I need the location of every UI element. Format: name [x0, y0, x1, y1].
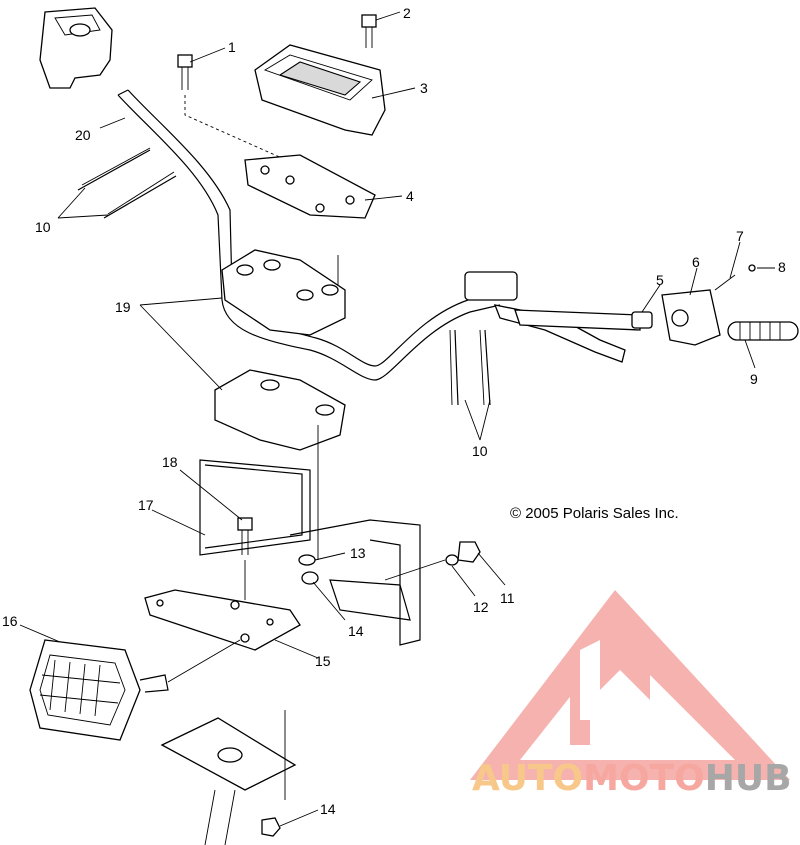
- callout-17: 17: [138, 497, 154, 513]
- washer-12: [384, 554, 459, 581]
- rods-10-left: [77, 147, 177, 219]
- leader-lines: [19, 11, 775, 827]
- callout-11: 11: [500, 590, 515, 606]
- callout-20: 20: [75, 127, 91, 143]
- callout-19: 19: [115, 299, 131, 315]
- washer-13: [298, 554, 316, 566]
- brake-lever: [464, 271, 641, 363]
- nut-14-lower: [261, 817, 281, 837]
- nut-11: [457, 541, 481, 563]
- watermark-logo: [470, 590, 790, 780]
- callout-2: 2: [403, 5, 411, 21]
- callout-16: 16: [2, 613, 18, 629]
- clamp-upper: [221, 249, 346, 336]
- rods-10-right: [449, 329, 491, 406]
- handlebar: [117, 89, 501, 381]
- housing-cover: [39, 7, 113, 89]
- bolt-2: [361, 14, 377, 48]
- callout-4: 4: [406, 188, 414, 204]
- callout-1: 1: [228, 39, 236, 55]
- callout-10-left: 10: [35, 219, 51, 235]
- callout-10-right: 10: [472, 443, 488, 459]
- plate-bracket-15: [144, 589, 301, 651]
- handlebar-pad: [254, 44, 386, 136]
- callout-12: 12: [473, 599, 489, 615]
- callout-14-lower: 14: [320, 801, 336, 817]
- clamp-lower: [214, 369, 346, 560]
- brand-part-hub: HUB: [704, 758, 792, 799]
- callout-6: 6: [692, 254, 700, 270]
- callout-15: 15: [315, 653, 331, 669]
- callout-13: 13: [350, 545, 366, 561]
- mount-plate: [244, 154, 376, 219]
- callout-7: 7: [736, 228, 744, 244]
- callout-5: 5: [656, 272, 664, 288]
- brand-part-auto: AUTO: [472, 758, 584, 799]
- throttle-components: [631, 264, 799, 346]
- callout-9: 9: [750, 371, 758, 387]
- brand-part-moto: MOTO: [583, 758, 705, 799]
- headlight: [29, 639, 241, 741]
- headlight-bracket: [199, 459, 421, 646]
- callout-14-upper: 14: [348, 623, 364, 639]
- callout-3: 3: [420, 80, 428, 96]
- callout-labels: 1 2 3 4 5 6 7 8 9 10 10 11 12 13 14 14 1…: [2, 5, 786, 817]
- callout-18: 18: [162, 454, 178, 470]
- bolt-18: [237, 517, 253, 600]
- watermark-brand: AUTOMOTOHUB: [472, 758, 792, 799]
- copyright-notice: © 2005 Polaris Sales Inc.: [510, 505, 679, 522]
- nut-14-upper: [301, 571, 319, 585]
- callout-8: 8: [778, 259, 786, 275]
- lower-mount-plate: [160, 710, 297, 845]
